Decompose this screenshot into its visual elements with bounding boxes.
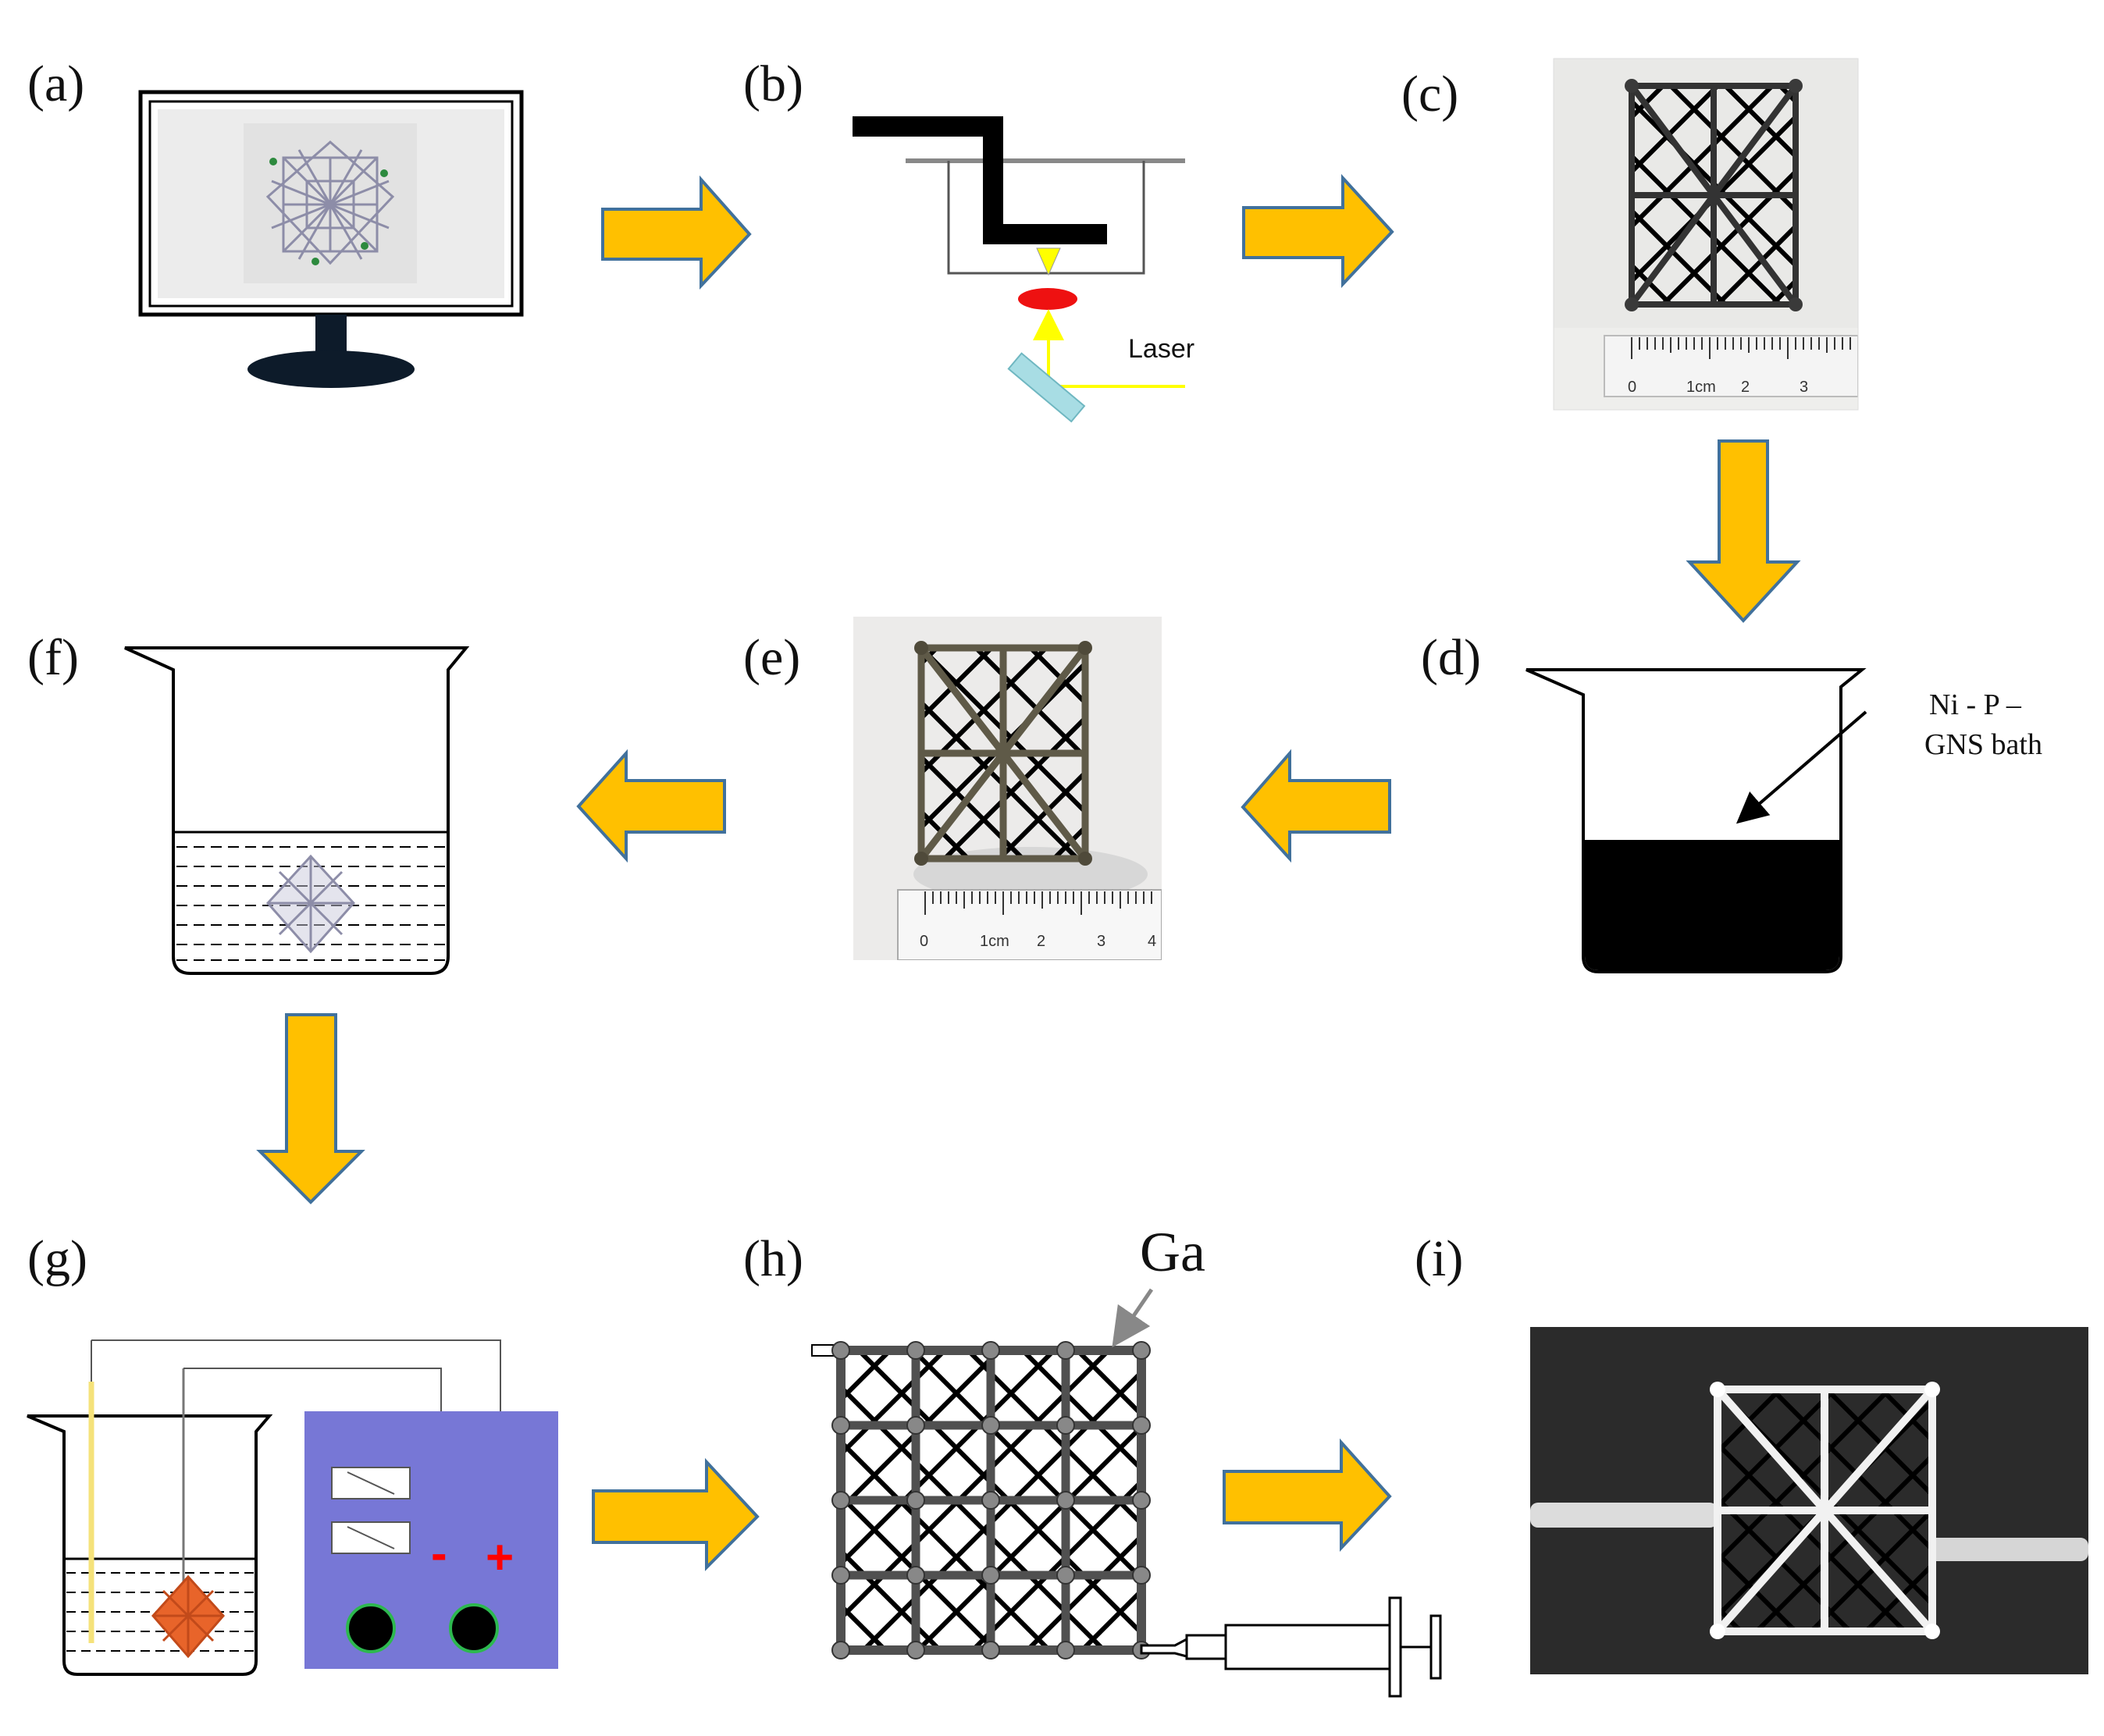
- arrow-a-to-b: [601, 175, 752, 290]
- flow-arrows: [256, 173, 1801, 1571]
- photo-printed-lattice: [1554, 59, 1858, 410]
- panel-label-e: (e): [743, 629, 801, 686]
- plus-terminal: +: [486, 1531, 514, 1585]
- beaker-icon: [1525, 668, 1867, 973]
- panel-label-h: (h): [743, 1230, 803, 1287]
- minus-terminal: -: [431, 1527, 447, 1581]
- monitor-icon: [138, 90, 524, 388]
- ruler-tick: 2: [1741, 379, 1750, 396]
- ruler-tick: 1cm: [1686, 379, 1716, 396]
- panel-label-g: (g): [27, 1230, 87, 1287]
- lattice-icon: [265, 854, 356, 954]
- coating-bath: [1585, 840, 1839, 970]
- power-supply-icon: [304, 1411, 558, 1669]
- mirror-icon: [1007, 352, 1086, 423]
- gallium-infiltration-lattice: [811, 1288, 1442, 1698]
- panel-label-f: (f): [27, 629, 79, 686]
- panel-label-a: (a): [27, 55, 85, 112]
- arrow-f-to-g: [256, 1013, 365, 1204]
- arrow-g-to-h: [592, 1457, 760, 1571]
- ruler-tick: 2: [1037, 933, 1046, 950]
- arrow-e-to-f: [576, 749, 726, 863]
- laser-spot: [1018, 288, 1077, 310]
- arrow-d-to-e: [1241, 749, 1391, 863]
- panel-label-d: (d): [1421, 629, 1481, 686]
- beaker-icon: [124, 646, 470, 975]
- ruler-tick: 1cm: [980, 933, 1009, 950]
- bath-label: Ni - P – GNS bath: [1924, 685, 2042, 766]
- panel-label-c: (c): [1401, 66, 1459, 123]
- ruler-tick: 4: [1148, 933, 1157, 950]
- panel-label-i: (i): [1415, 1230, 1464, 1287]
- photo-final-composite: [1530, 1327, 2088, 1674]
- panel-label-b: (b): [743, 55, 803, 112]
- ga-label: Ga: [1140, 1221, 1205, 1283]
- ruler-tick: 0: [1628, 379, 1637, 396]
- bath-label-line2: GNS bath: [1924, 728, 2042, 762]
- ruler-tick: 0: [920, 933, 929, 950]
- arrow-c-to-d: [1686, 439, 1801, 623]
- printer-schematic: [853, 116, 1185, 423]
- bath-label-line1: Ni - P –: [1929, 688, 2021, 721]
- lattice-icon: [265, 141, 395, 265]
- laser-label: Laser: [1128, 334, 1195, 364]
- ruler-tick: 3: [1800, 379, 1809, 396]
- electrodeposition-setup: [27, 1339, 558, 1676]
- lattice-icon: [151, 1574, 226, 1659]
- syringe-icon: [1140, 1596, 1442, 1698]
- arrow-h-to-i: [1223, 1438, 1392, 1553]
- ruler-tick: 3: [1097, 933, 1106, 950]
- photo-coated-lattice: [853, 617, 1162, 960]
- arrow-b-to-c: [1242, 173, 1394, 289]
